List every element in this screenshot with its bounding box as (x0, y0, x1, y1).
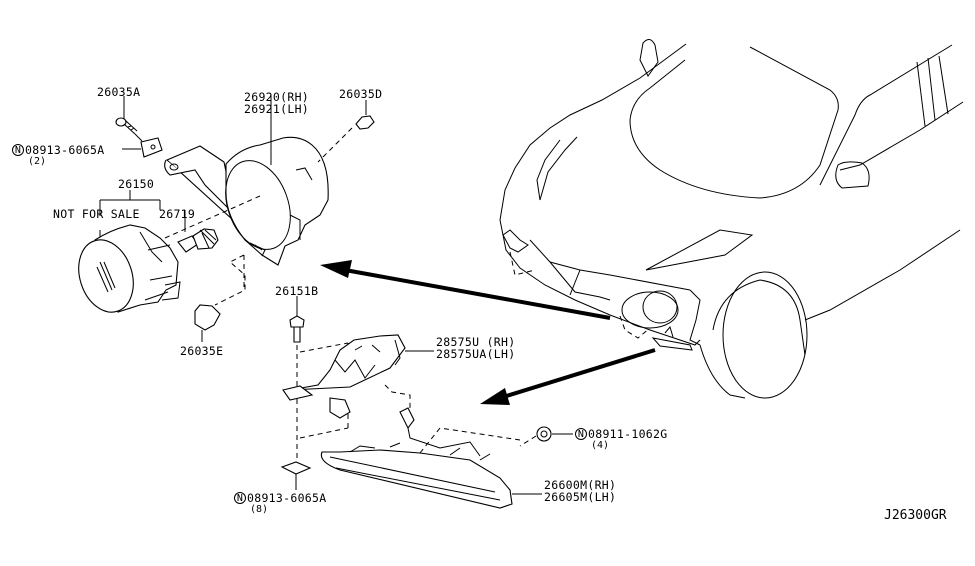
callout-08913-lower-number: 08913-6065A (247, 491, 327, 505)
lamp-bracket-28575u (282, 334, 434, 439)
n-symbol: N (575, 428, 587, 440)
arrow-head-lower (480, 388, 510, 405)
bulb-26719 (164, 195, 261, 253)
callout-08913-upper-number: 08913-6065A (25, 143, 105, 157)
callout-26150: 26150 (118, 177, 155, 191)
arrow-head-upper (320, 260, 352, 278)
bolt-26151b (289, 296, 305, 470)
callout-26920: 26920(RH) (244, 90, 310, 104)
callout-26151b: 26151B (275, 284, 319, 298)
callout-26605m: 26605M(LH) (544, 490, 617, 504)
callout-26035e: 26035E (180, 344, 224, 358)
pointer-arrows (320, 260, 656, 405)
callout-08913-upper-qty: (2) (28, 156, 47, 167)
clip-26035e (194, 254, 246, 342)
n-symbol: N (234, 492, 246, 504)
screw-26035a (115, 96, 143, 142)
callout-08911-number: 08911-1062G (588, 427, 668, 441)
callout-28575ua: 28575UA(LH) (436, 347, 516, 361)
fog-lamp-26150 (78, 190, 181, 313)
callout-not-for-sale: NOT FOR SALE (53, 207, 140, 221)
callout-26035d: 26035D (339, 87, 383, 101)
callout-26921: 26921(LH) (244, 102, 310, 116)
callout-08911-qty: (4) (591, 440, 610, 451)
clip-08913-lower (280, 461, 312, 490)
vehicle-outline (499, 39, 964, 399)
side-lamp-26600m (320, 407, 542, 509)
n-symbol: N (12, 144, 24, 156)
screw-26035d (317, 100, 375, 163)
diagram-reference-code: J26300GR (884, 508, 947, 523)
callout-08913-lower-qty: (8) (250, 504, 269, 515)
callout-26719: 26719 (159, 207, 196, 221)
nut-08911 (519, 426, 573, 447)
callout-28575u: 28575U (RH) (436, 335, 516, 349)
clip-08913-upper (122, 137, 163, 158)
callout-26035a: 26035A (97, 85, 141, 99)
fog-lamp-bracket-26920 (164, 95, 329, 266)
callout-26600m: 26600M(RH) (544, 478, 617, 492)
